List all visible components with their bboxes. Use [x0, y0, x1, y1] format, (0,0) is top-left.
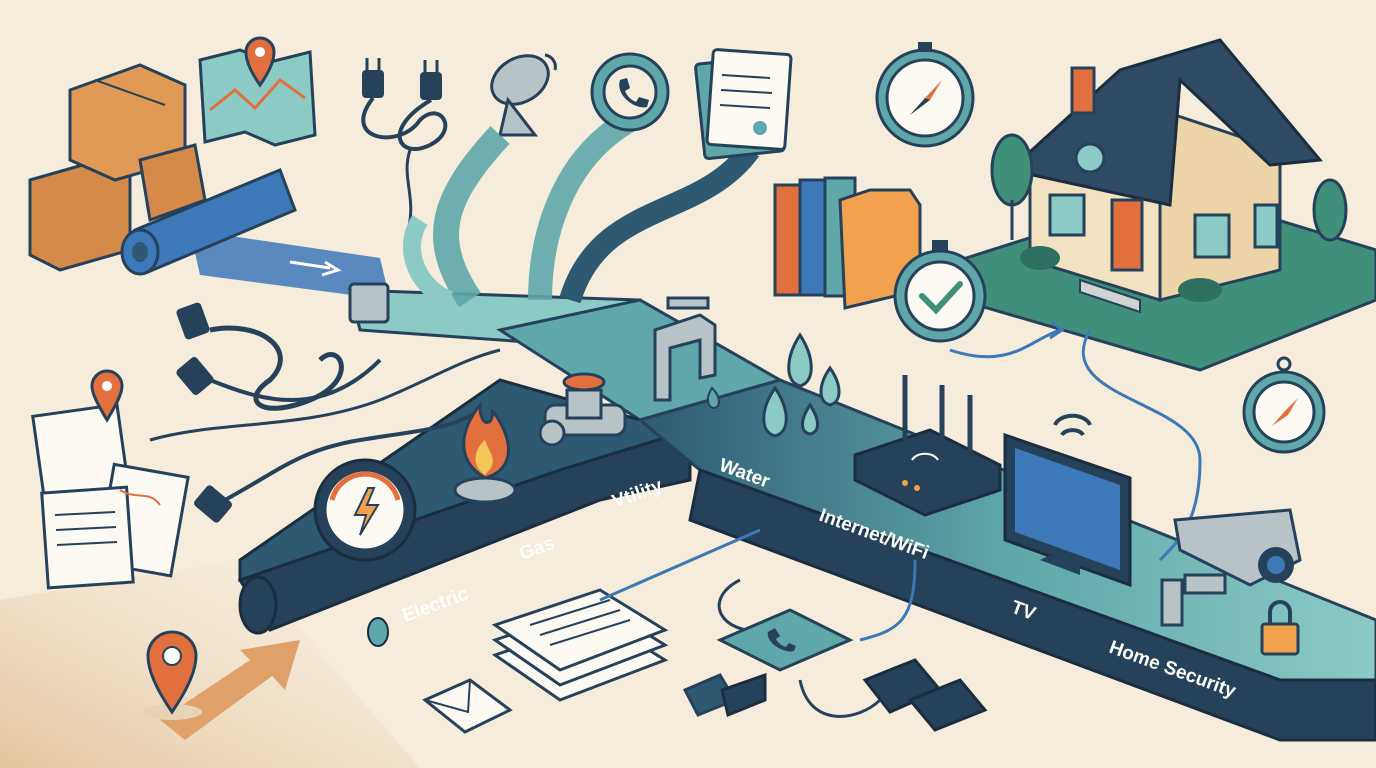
security-camera-icon [1160, 508, 1302, 627]
gas-flame-icon [453, 400, 517, 504]
map-pin-icon [142, 630, 202, 720]
phone-icon [590, 52, 670, 132]
map-pin-icon [244, 36, 276, 88]
paper-stack-icon [491, 588, 669, 702]
padlock-icon [1260, 600, 1300, 656]
envelope-icon [422, 678, 513, 734]
segment-label-gas: Gas [517, 533, 558, 565]
electric-meter-icon [313, 458, 417, 562]
water-faucet-icon [653, 296, 720, 410]
map-pin-icon [90, 369, 124, 423]
wifi-router-icon [853, 375, 1002, 517]
compass-icon [875, 42, 975, 148]
moving-boxes-icon [28, 63, 207, 272]
gas-valve-icon [538, 372, 627, 447]
water-drops-icon [762, 332, 841, 438]
tv-monitor-icon [1003, 413, 1132, 588]
house-icon [958, 38, 1376, 372]
segment-label-electric: Electric [400, 583, 472, 626]
blueprint-roll-icon [120, 168, 297, 276]
flow-streams [402, 109, 759, 309]
broken-cable-icon [599, 528, 988, 732]
flow-line [949, 328, 1061, 359]
conveyor-clamp [348, 282, 390, 324]
stopwatch-check-icon [893, 240, 987, 343]
document-icon [694, 48, 793, 161]
document-icon [31, 402, 190, 590]
satellite-dish-icon [490, 53, 557, 137]
blue-flow-band [190, 230, 390, 300]
ground-path [0, 560, 420, 768]
power-plug-icon [361, 58, 448, 241]
power-plug-icon [149, 302, 501, 523]
compass-icon [1242, 356, 1326, 454]
